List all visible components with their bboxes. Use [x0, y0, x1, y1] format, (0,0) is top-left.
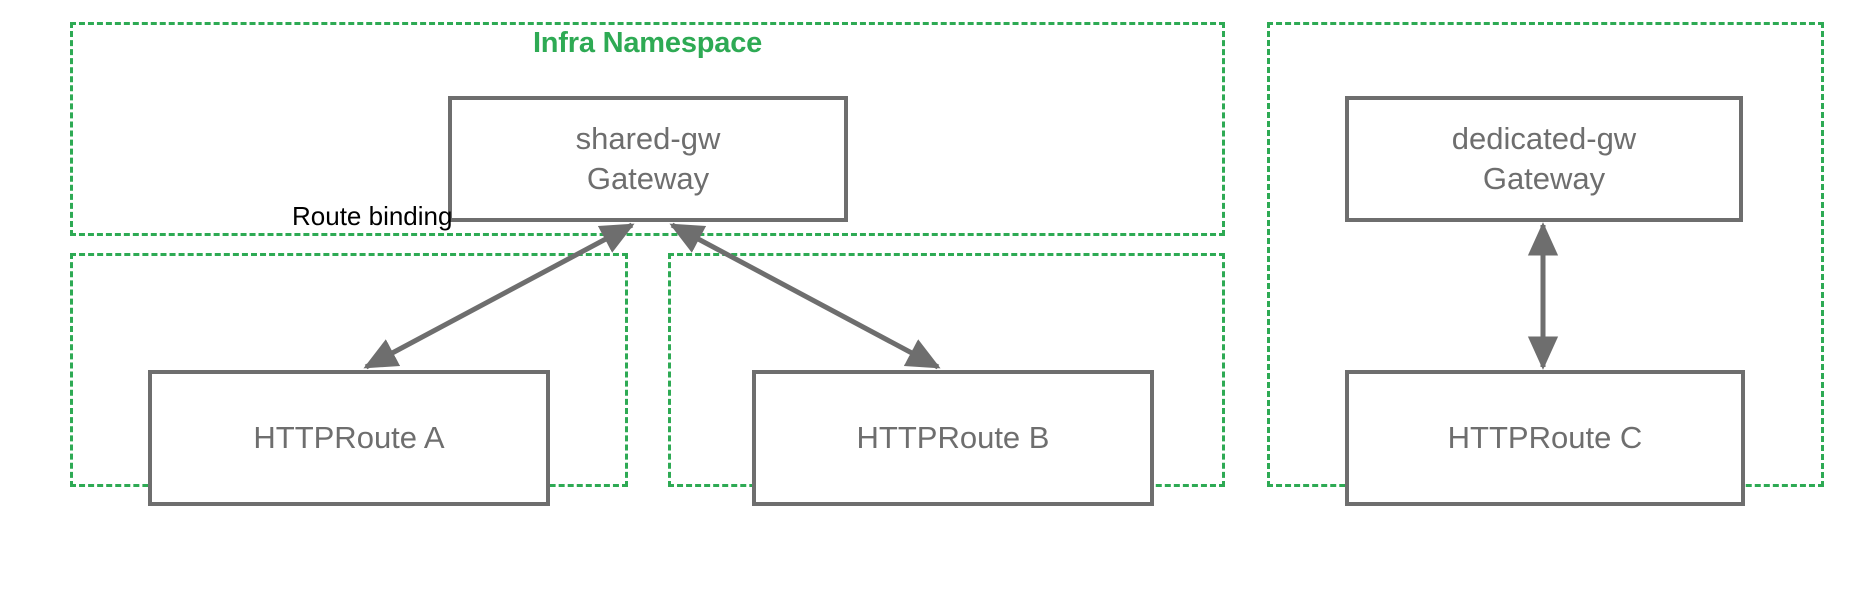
namespace-region-infra — [70, 22, 1225, 236]
edge-label-route-binding: Route binding — [292, 201, 453, 231]
node-httproute-b[interactable]: HTTPRoute B — [752, 370, 1154, 506]
namespace-label-infra: Infra Namespace — [532, 27, 763, 59]
node-httproute-c[interactable]: HTTPRoute C — [1345, 370, 1745, 506]
node-httproute-a[interactable]: HTTPRoute A — [148, 370, 550, 506]
node-httproute-a-label: HTTPRoute A — [253, 420, 445, 455]
node-shared-gw-line1: shared-gw — [575, 121, 721, 156]
node-shared-gw-line2: Gateway — [586, 161, 710, 196]
node-httproute-b-label: HTTPRoute B — [856, 420, 1050, 455]
node-shared-gw-text: shared-gw Gateway — [452, 119, 844, 199]
node-dedicated-gw-line2: Gateway — [1482, 161, 1606, 196]
node-shared-gw[interactable]: shared-gw Gateway — [448, 96, 848, 222]
node-dedicated-gw[interactable]: dedicated-gw Gateway — [1345, 96, 1743, 222]
node-dedicated-gw-line1: dedicated-gw — [1451, 121, 1637, 156]
node-httproute-c-label: HTTPRoute C — [1447, 420, 1643, 455]
node-dedicated-gw-text: dedicated-gw Gateway — [1349, 119, 1739, 199]
